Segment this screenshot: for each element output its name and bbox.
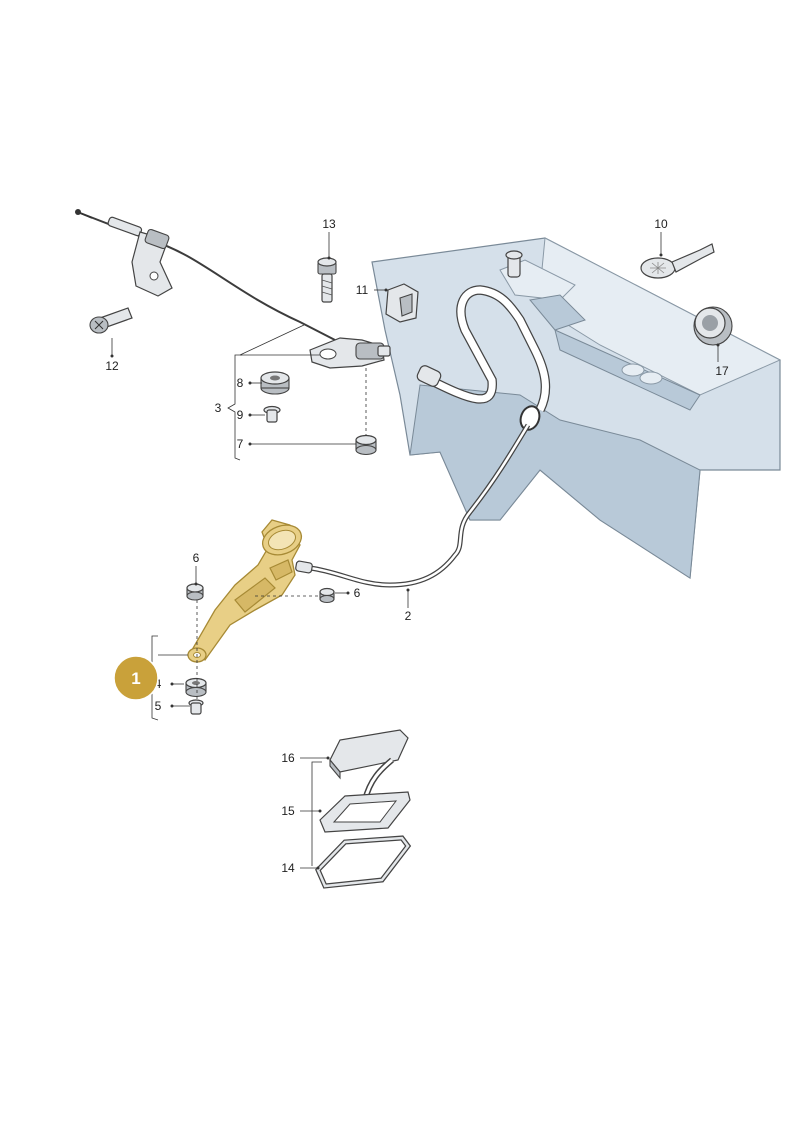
leader-lines: [110, 232, 720, 870]
callout-6-right: 6: [354, 586, 361, 600]
callout-7: 7: [237, 437, 244, 451]
vehicle-body-panel: [371, 237, 782, 580]
bolt-13: [317, 257, 337, 303]
callout-16: 16: [281, 751, 295, 765]
seal-14: [315, 835, 412, 889]
grommet-4: [185, 677, 207, 698]
cable-actuator: [309, 337, 391, 369]
cover-10: [640, 243, 715, 279]
cable-guide-tube: [416, 285, 551, 413]
trim-frame-15: [319, 791, 411, 833]
clip-11: [385, 283, 419, 323]
callout-12: 12: [105, 359, 119, 373]
callout-13: 13: [322, 217, 336, 231]
callout-9: 9: [237, 408, 244, 422]
nut-6-left: [186, 583, 204, 601]
cable-bracket: [131, 228, 173, 297]
release-lever-highlighted: [187, 519, 303, 663]
grommet-7: [355, 434, 377, 456]
bolt-12: [89, 307, 133, 334]
callout-2: 2: [405, 609, 412, 623]
highlight-badge[interactable]: 1: [113, 655, 159, 701]
release-cable-lower: [295, 423, 531, 588]
callout-14: 14: [281, 861, 295, 875]
callout-4: 4: [155, 677, 162, 691]
callout-3: 3: [215, 401, 222, 415]
callout-5: 5: [155, 699, 162, 713]
callout-6-left: 6: [193, 551, 200, 565]
pin-9: [263, 405, 281, 423]
callout-17: 17: [715, 364, 729, 378]
highlight-badge-label: 1: [131, 669, 140, 688]
callout-15: 15: [281, 804, 295, 818]
nut-6-right: [319, 587, 335, 604]
callout-10: 10: [654, 217, 668, 231]
pin-5: [188, 699, 204, 715]
grommet-17: [693, 306, 733, 346]
callout-8: 8: [237, 376, 244, 390]
callout-11: 11: [356, 283, 369, 297]
grommet-8: [260, 371, 290, 395]
callout-labels: 13 10 11 12 17 8 3 9 7 6 6 2 4 5 16 15 1…: [105, 217, 729, 875]
